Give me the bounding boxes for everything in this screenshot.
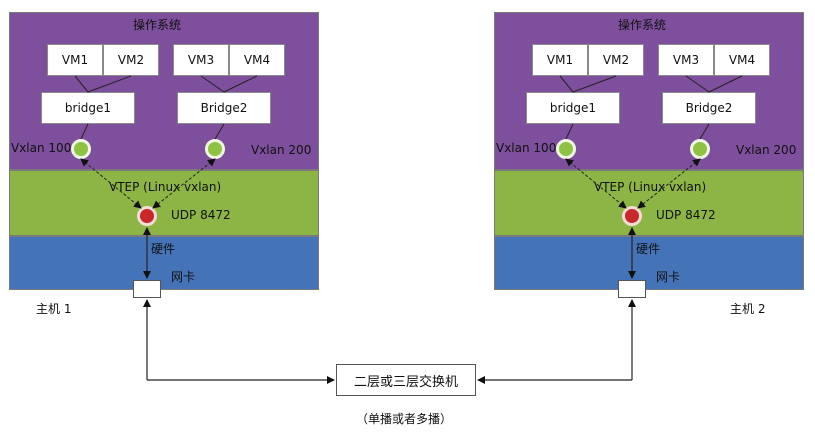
vxlan-label-left: Vxlan 100: [496, 141, 557, 155]
vm-box: VM1: [532, 44, 588, 76]
vm-box: VM4: [714, 44, 770, 76]
vxlan-label-left: Vxlan 100: [11, 141, 72, 155]
bridge-box: Bridge2: [177, 92, 271, 124]
vxlan-label-right: Vxlan 200: [736, 143, 797, 157]
host-2: 操作系统 VM1 VM2 VM3 VM4 bridge1 Bridge2 Vxl…: [494, 12, 804, 298]
os-title: 操作系统: [618, 18, 667, 32]
hardware-layer: [494, 236, 804, 290]
hardware-label: 硬件: [636, 242, 661, 256]
host-1-name: 主机 1: [36, 302, 72, 316]
vxlan-endpoint-icon: [71, 139, 91, 159]
vm-box: VM2: [588, 44, 644, 76]
vtep-label: VTEP (Linux vxlan): [594, 180, 707, 194]
vm-box: VM3: [658, 44, 714, 76]
os-title: 操作系统: [133, 18, 182, 32]
udp-label: UDP 8472: [656, 208, 716, 222]
udp-port-icon: [137, 206, 157, 226]
bridge-box: Bridge2: [662, 92, 756, 124]
hardware-label: 硬件: [151, 242, 176, 256]
nic-label: 网卡: [656, 270, 681, 284]
vtep-label: VTEP (Linux vxlan): [109, 180, 222, 194]
host-2-name: 主机 2: [730, 302, 766, 316]
vm-box: VM4: [229, 44, 285, 76]
bridge-box: bridge1: [526, 92, 620, 124]
vxlan-endpoint-icon: [205, 139, 225, 159]
vm-box: VM2: [103, 44, 159, 76]
udp-label: UDP 8472: [171, 208, 231, 222]
nic-label: 网卡: [171, 270, 196, 284]
vm-box: VM3: [173, 44, 229, 76]
os-layer: [9, 12, 319, 170]
host-1: 操作系统 VM1 VM2 VM3 VM4 bridge1 Bridge2 Vxl…: [9, 12, 319, 298]
switch-note: （单播或者多播）: [356, 412, 453, 426]
nic-port-icon: [133, 280, 161, 298]
os-layer: [494, 12, 804, 170]
vxlan-endpoint-icon: [556, 139, 576, 159]
network-switch: 二层或三层交换机: [336, 364, 476, 396]
vxlan-label-right: Vxlan 200: [251, 143, 312, 157]
bridge-box: bridge1: [41, 92, 135, 124]
hardware-layer: [9, 236, 319, 290]
vxlan-endpoint-icon: [690, 139, 710, 159]
udp-port-icon: [622, 206, 642, 226]
vm-box: VM1: [47, 44, 103, 76]
nic-port-icon: [618, 280, 646, 298]
